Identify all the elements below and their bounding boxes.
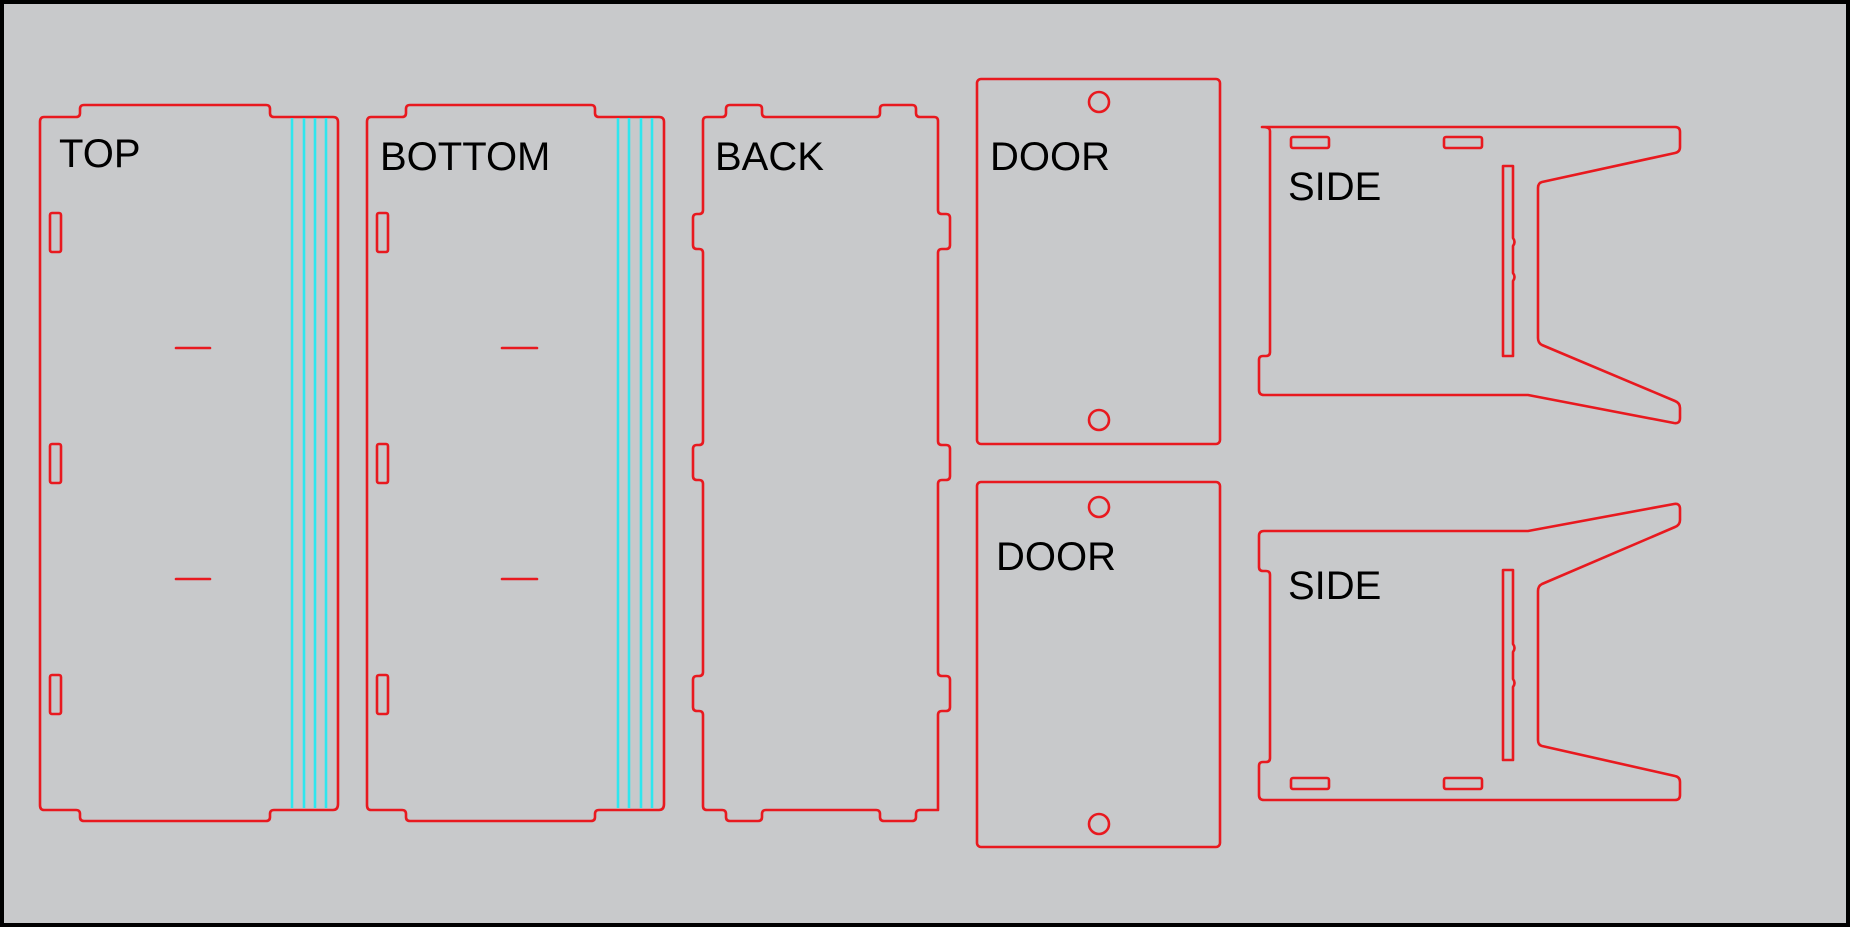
side-panel-lower: SIDE bbox=[1257, 502, 1682, 802]
top-panel-slot bbox=[48, 673, 63, 716]
side-panel-outline bbox=[1257, 502, 1682, 802]
side-panel-slot bbox=[1442, 135, 1484, 150]
door-panel-label: DOOR bbox=[996, 535, 1116, 579]
top-panel-slot bbox=[48, 442, 63, 485]
side-panel-channel bbox=[1501, 164, 1516, 358]
bottom-panel-label: BOTTOM bbox=[380, 135, 550, 179]
side-panel-label: SIDE bbox=[1288, 165, 1381, 209]
top-panel-label: TOP bbox=[59, 132, 141, 176]
bottom-panel-outline bbox=[365, 103, 666, 823]
back-panel: BACK bbox=[691, 103, 952, 823]
side-panel-slot bbox=[1289, 135, 1331, 150]
door-panel-upper: DOOR bbox=[975, 77, 1222, 446]
top-panel-outline bbox=[38, 103, 340, 823]
top-panel: TOP bbox=[38, 103, 340, 823]
bottom-panel-slot bbox=[375, 442, 390, 485]
bottom-panel-slot bbox=[375, 211, 390, 254]
bottom-panel-score-lines bbox=[616, 118, 654, 808]
bottom-panel: BOTTOM bbox=[365, 103, 666, 823]
door-hinge-hole bbox=[1087, 812, 1111, 836]
back-panel-label: BACK bbox=[715, 135, 824, 179]
side-panel-outline bbox=[1257, 125, 1682, 425]
bottom-panel-slot bbox=[375, 673, 390, 716]
side-panel-upper: SIDE bbox=[1257, 125, 1682, 425]
side-panel-channel bbox=[1501, 568, 1516, 762]
door-panel-label: DOOR bbox=[990, 135, 1110, 179]
door-panel-outline bbox=[975, 480, 1222, 849]
door-panel-outline bbox=[975, 77, 1222, 446]
door-hinge-hole bbox=[1087, 90, 1111, 114]
top-panel-slot bbox=[48, 211, 63, 254]
top-panel-score-lines bbox=[290, 118, 328, 808]
back-panel-outline bbox=[691, 103, 952, 823]
side-panel-slot bbox=[1289, 776, 1331, 791]
door-panel-lower: DOOR bbox=[975, 480, 1222, 849]
door-hinge-hole bbox=[1087, 408, 1111, 432]
side-panel-slot bbox=[1442, 776, 1484, 791]
side-panel-label: SIDE bbox=[1288, 564, 1381, 608]
door-hinge-hole bbox=[1087, 495, 1111, 519]
